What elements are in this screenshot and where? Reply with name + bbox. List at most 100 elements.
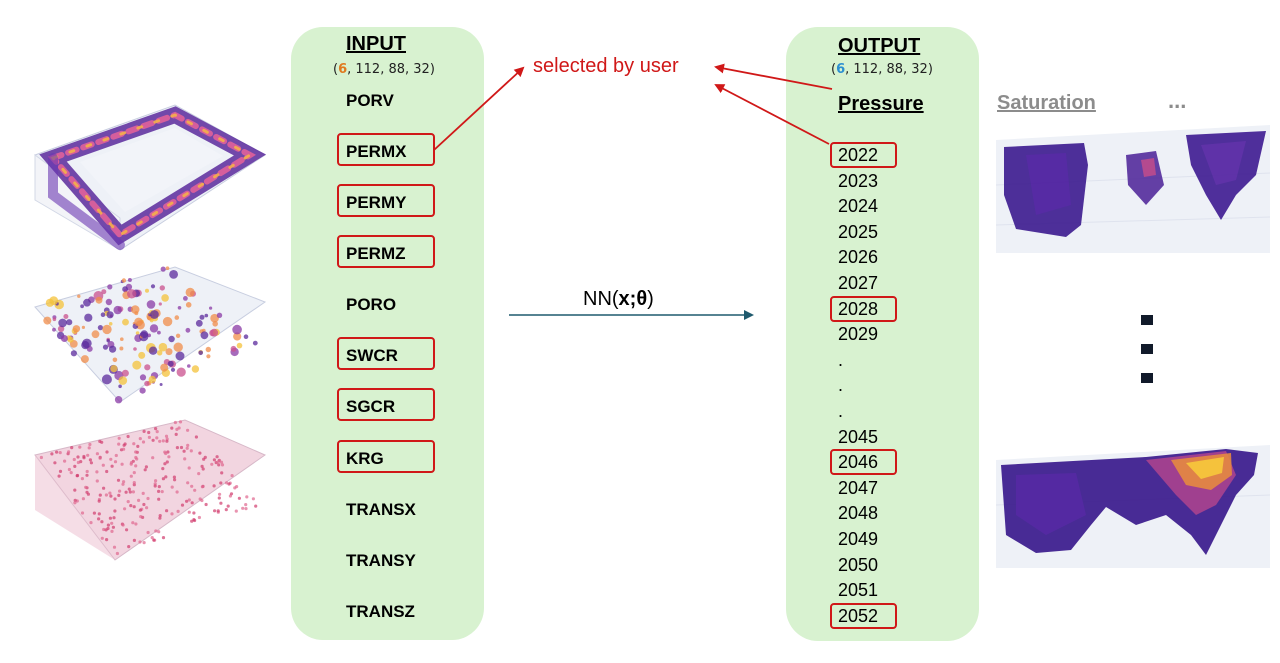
krg-voxel	[132, 505, 136, 509]
vertical-dot-3	[1141, 373, 1153, 383]
poro-voxel	[157, 350, 163, 356]
krg-voxel	[216, 460, 220, 464]
krg-voxel	[230, 474, 234, 478]
krg-voxel	[165, 509, 169, 513]
krg-voxel	[97, 499, 101, 503]
network-sep: ;	[629, 288, 637, 310]
krg-voxel	[106, 523, 110, 527]
krg-voxel	[105, 450, 109, 454]
poro-voxel	[175, 351, 185, 361]
krg-voxel	[138, 437, 142, 441]
poro-voxel	[148, 346, 158, 355]
krg-voxel	[212, 458, 216, 462]
selected-by-user-label: selected by user	[533, 55, 679, 77]
poro-voxel	[157, 330, 161, 335]
output-selection-box-2046	[830, 449, 897, 475]
krg-voxel	[134, 522, 138, 526]
krg-voxel	[173, 420, 177, 425]
poro-voxel	[72, 325, 81, 333]
krg-voxel	[161, 439, 165, 443]
krg-voxel	[115, 551, 119, 556]
krg-voxel	[189, 449, 193, 453]
poro-voxel	[84, 313, 93, 322]
krg-voxel	[234, 509, 238, 513]
krg-voxel	[69, 471, 73, 475]
poro-voxel	[122, 318, 129, 326]
krg-voxel	[204, 502, 208, 507]
krg-voxel	[102, 486, 106, 490]
krg-voxel	[187, 510, 191, 514]
krg-voxel	[186, 481, 190, 485]
krg-voxel	[117, 442, 121, 446]
krg-voxel	[165, 460, 169, 464]
network-prefix: NN(	[583, 288, 619, 310]
poro-voxel	[101, 374, 112, 385]
krg-voxel	[164, 434, 169, 438]
poro-voxel	[121, 369, 129, 377]
krg-voxel	[126, 500, 130, 504]
output-panel	[786, 27, 979, 641]
krg-voxel	[104, 528, 108, 532]
krg-voxel	[84, 485, 88, 489]
poro-voxel	[118, 376, 128, 385]
krg-voxel	[131, 521, 135, 525]
krg-voxel	[138, 508, 142, 512]
output-year-ellipsis-dot: .	[838, 375, 844, 395]
krg-voxel	[117, 493, 121, 497]
krg-voxel	[173, 478, 177, 482]
krg-voxel	[151, 438, 155, 442]
poro-voxel	[91, 330, 100, 339]
krg-voxel	[123, 507, 127, 511]
krg-voxel	[170, 512, 174, 516]
poro-voxel	[165, 348, 173, 356]
poro-voxel	[118, 384, 122, 389]
krg-voxel	[227, 482, 231, 486]
krg-voxel	[183, 457, 187, 461]
poro-voxel	[183, 296, 188, 301]
output-selection-box-2022	[830, 142, 897, 168]
krg-voxel	[92, 511, 96, 515]
poro-voxel	[158, 342, 168, 352]
poro-voxel	[121, 278, 127, 283]
output-year-2029: 2029	[838, 324, 879, 344]
poro-voxel	[130, 305, 140, 314]
krg-voxel	[200, 485, 204, 489]
poro-voxel	[106, 311, 114, 319]
krg-voxel	[160, 490, 164, 494]
krg-voxel	[153, 484, 157, 488]
poro-voxel	[52, 317, 57, 322]
input-property-permy: PERMY	[346, 193, 407, 212]
krg-voxel	[123, 442, 127, 446]
krg-voxel	[104, 493, 108, 497]
output-title: OUTPUT	[838, 35, 921, 57]
krg-voxel	[73, 501, 77, 505]
krg-voxel	[142, 429, 146, 433]
pressure-label: Pressure	[838, 93, 924, 115]
krg-voxel	[86, 492, 90, 496]
poro-voxel	[70, 350, 77, 357]
poro-voxel	[210, 328, 219, 337]
krg-voxel	[70, 446, 74, 450]
krg-voxel	[143, 468, 147, 472]
krg-3d-plot	[25, 415, 270, 565]
poro-voxel	[58, 318, 67, 328]
krg-voxel	[202, 457, 206, 461]
krg-voxel	[141, 440, 146, 444]
krg-voxel	[180, 503, 185, 507]
poro-voxel	[209, 306, 213, 310]
krg-voxel	[158, 516, 162, 520]
krg-voxel	[114, 453, 118, 458]
krg-voxel	[72, 457, 76, 462]
poro-voxel	[144, 380, 150, 387]
krg-voxel	[50, 452, 54, 456]
krg-voxel	[105, 469, 109, 474]
krg-voxel	[87, 446, 91, 450]
poro-voxel	[177, 306, 182, 310]
krg-voxel	[110, 464, 114, 468]
poro-voxel	[187, 364, 191, 368]
poro-voxel	[81, 341, 90, 350]
poro-voxel	[160, 363, 169, 372]
krg-voxel	[128, 490, 132, 494]
poro-voxel	[159, 383, 163, 386]
poro-voxel	[185, 302, 192, 308]
